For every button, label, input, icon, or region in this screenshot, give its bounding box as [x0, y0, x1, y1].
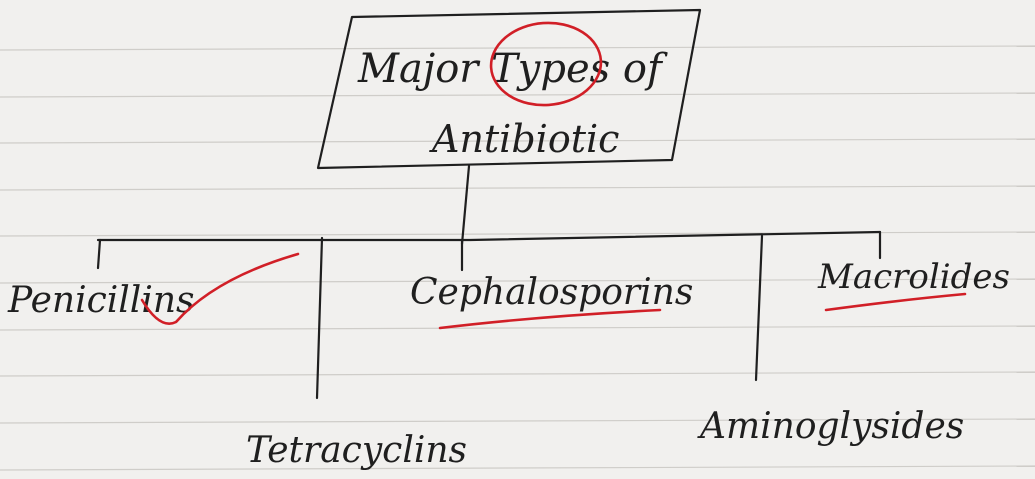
title-box: [316, 8, 702, 170]
branch-bar: [96, 230, 882, 242]
drop-penicillins: [96, 238, 102, 270]
child-label-macrolides: Macrolides: [817, 257, 1010, 297]
divider-left: [315, 236, 324, 400]
title-line-2: Antibiotic: [429, 117, 619, 161]
title-line-1: Major Types of: [357, 46, 668, 92]
penicillins-check-mark: [140, 252, 300, 325]
ruled-lines: [0, 45, 1035, 471]
child-label-aminoglysides: Aminoglysides: [697, 406, 964, 447]
types-circle-mark: [489, 21, 603, 107]
cephalosporins-underline: [438, 308, 662, 330]
child-label-tetracyclins: Tetracyclins: [246, 430, 467, 471]
macrolides-underline: [824, 292, 967, 312]
divider-right: [754, 234, 764, 382]
child-label-penicillins: Penicillins: [7, 280, 195, 321]
child-label-cephalosporins: Cephalosporins: [410, 272, 693, 313]
root-connector: [460, 164, 471, 246]
